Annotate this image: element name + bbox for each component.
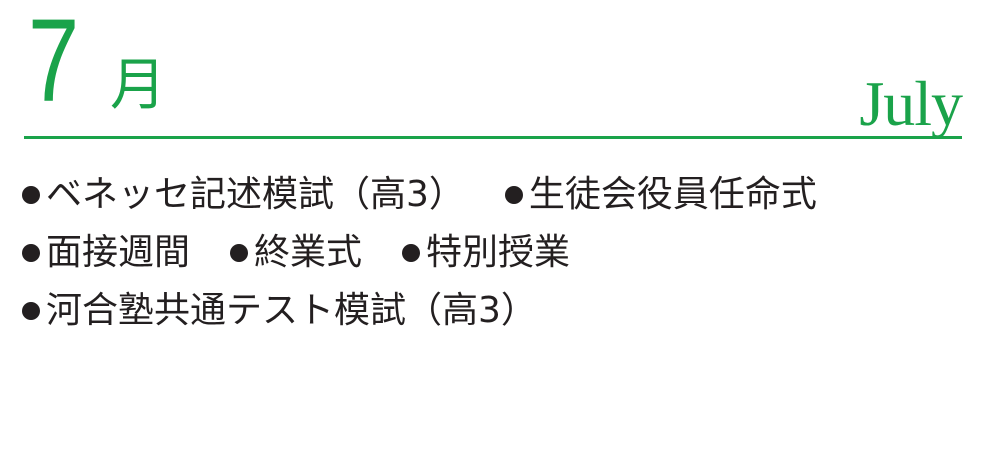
month-number: 7 [28,0,80,127]
bullet-icon [22,244,40,262]
bullet-icon [504,186,523,204]
event-label: 面接週間 [46,232,191,273]
event-item: 河合塾共通テスト模試（高3） [22,289,537,333]
event-row: 河合塾共通テスト模試（高3） [22,282,982,340]
event-list: ベネッセ記述模試（高3） 生徒会役員任命式 面接週間 終業式 特別授業 河合塾共… [22,166,982,340]
header-divider [24,136,962,139]
event-label: 終業式 [254,232,363,273]
month-header: 7 月 July [24,0,963,140]
event-item: 面接週間 [22,231,190,275]
event-label: ベネッセ記述模試（高3） [46,174,465,215]
event-item: 終業式 [230,231,362,275]
event-label: 生徒会役員任命式 [528,174,817,215]
bullet-icon [22,302,40,320]
bullet-icon [402,244,421,262]
event-row: 面接週間 終業式 特別授業 [22,224,982,282]
event-row: ベネッセ記述模試（高3） 生徒会役員任命式 [22,166,982,224]
event-label: 河合塾共通テスト模試（高3） [46,290,537,331]
event-item: 生徒会役員任命式 [504,173,817,217]
bullet-icon [22,186,40,204]
month-english-label: July [859,68,963,139]
month-kanji-label: 月 [110,53,166,118]
event-label: 特別授業 [426,232,571,273]
event-item: ベネッセ記述模試（高3） [22,173,465,217]
bullet-icon [230,244,249,262]
event-item: 特別授業 [402,231,570,275]
